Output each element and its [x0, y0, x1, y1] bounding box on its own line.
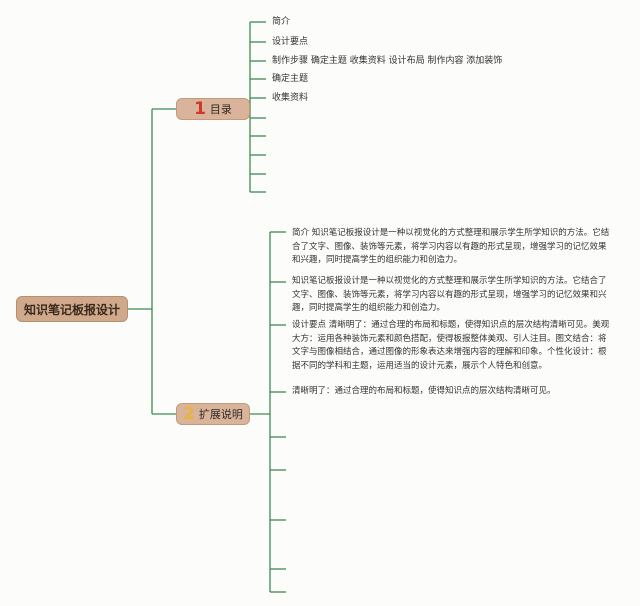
branch-label-notes: 扩展说明 [198, 408, 243, 421]
branch-number-2: 2 [183, 403, 195, 424]
toc-item-theme[interactable]: 确定主题 [272, 74, 309, 84]
note-intro[interactable]: 简介 知识笔记板报设计是一种以视觉化的方式整理和展示学生所学知识的方法。它结合了… [292, 228, 610, 265]
branch-number-1: 1 [194, 98, 206, 119]
note-clarity[interactable]: 清晰明了：通过合理的布局和标题，使得知识点的层次结构清晰可见。 [292, 386, 556, 396]
root-label: 知识笔记板报设计 [23, 302, 120, 317]
toc-item-materials[interactable]: 收集资料 [272, 93, 309, 103]
note-design-points[interactable]: 设计要点 清晰明了：通过合理的布局和标题，使得知识点的层次结构清晰可见。美观大方… [292, 320, 610, 371]
toc-item-intro[interactable]: 简介 [272, 17, 291, 27]
branch-label-toc: 目录 [209, 103, 232, 116]
branch-toc[interactable]: 1 目录 [176, 98, 250, 120]
note-definition[interactable]: 知识笔记板报设计是一种以视觉化的方式整理和展示学生所学知识的方法。它结合了文字、… [292, 276, 607, 313]
branch-extended-notes[interactable]: 2 扩展说明 [176, 403, 250, 425]
toc-item-design-points[interactable]: 设计要点 [272, 37, 309, 47]
root-node[interactable]: 知识笔记板报设计 [16, 296, 128, 322]
toc-item-steps[interactable]: 制作步骤 确定主题 收集资料 设计布局 制作内容 添加装饰 [272, 56, 503, 66]
